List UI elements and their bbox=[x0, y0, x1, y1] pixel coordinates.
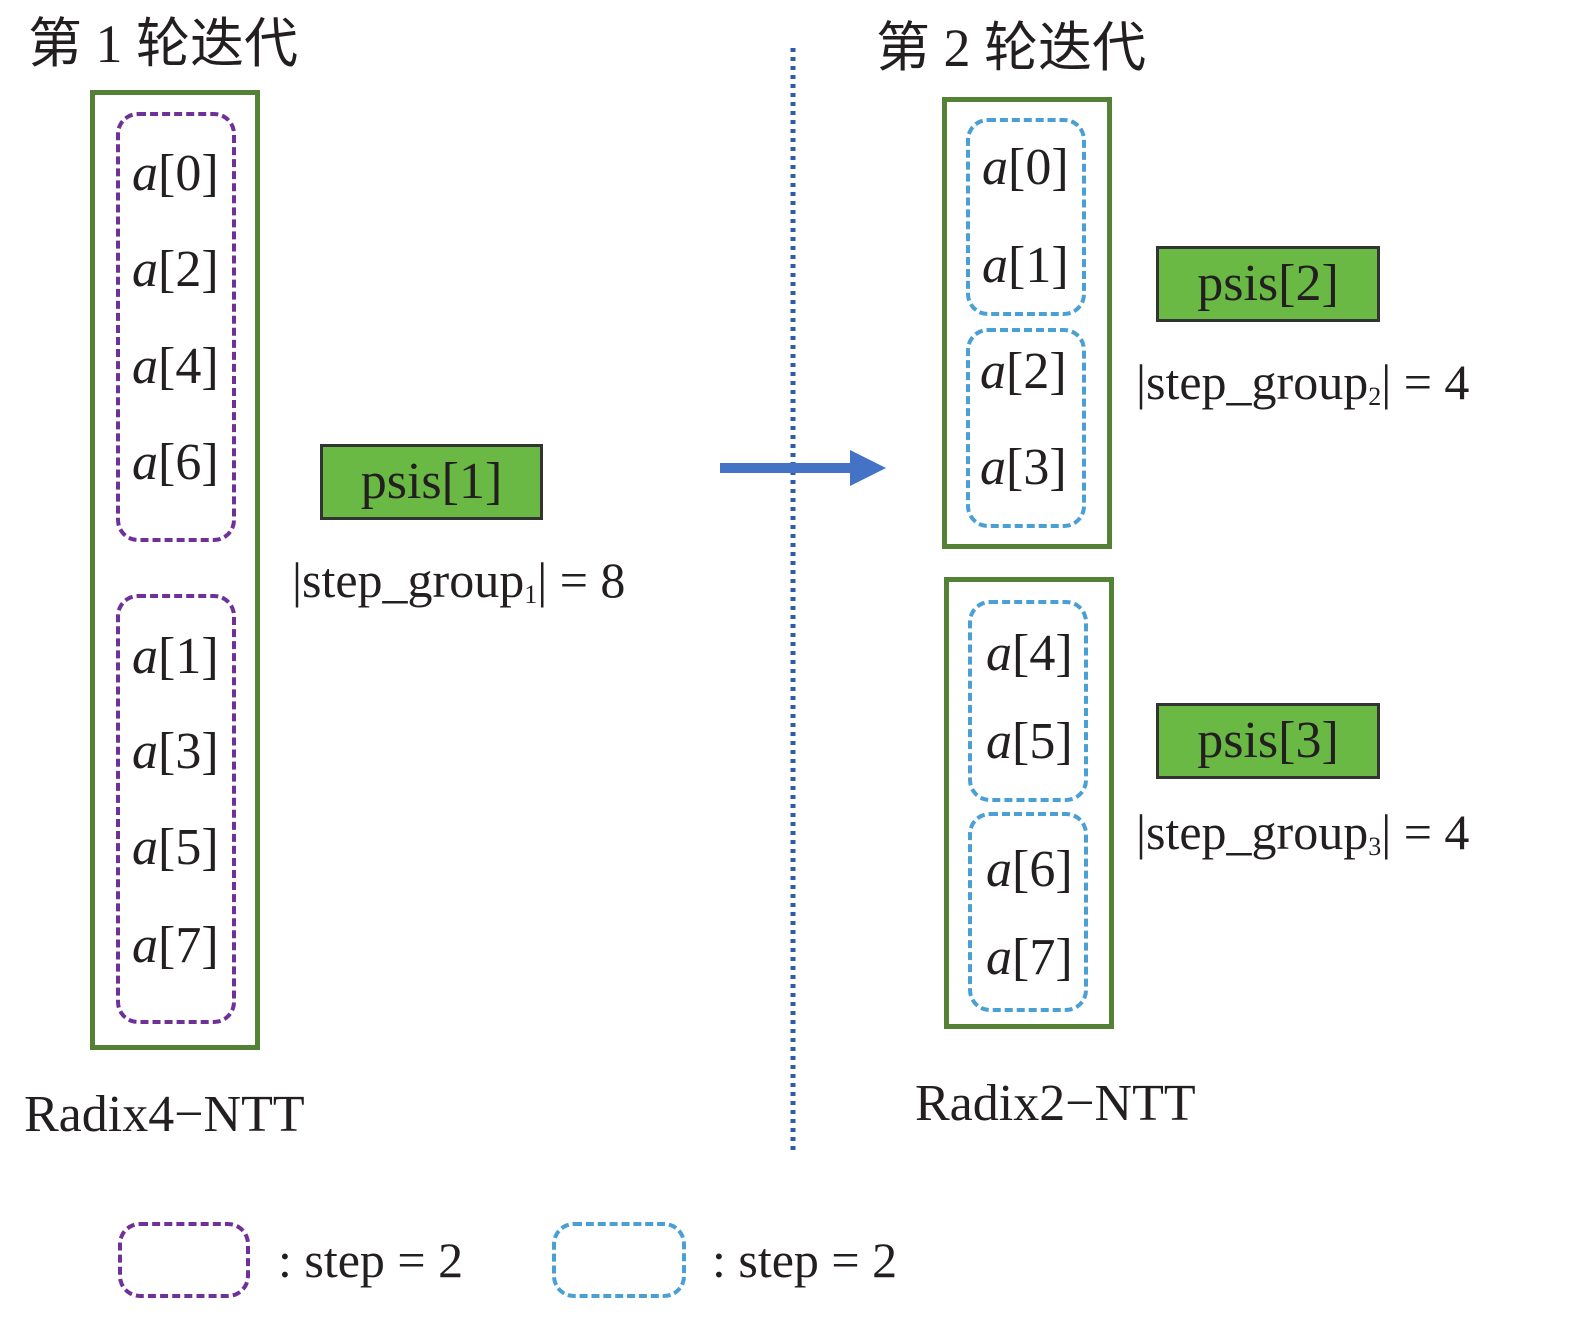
step-box-blue-3 bbox=[968, 600, 1088, 802]
step-group-2-label: |step_group2| = 4 bbox=[1136, 354, 1470, 411]
step-box-blue-2 bbox=[966, 328, 1086, 528]
element-a0-right: a[0] bbox=[982, 139, 1069, 196]
element-a6-left: a[6] bbox=[132, 434, 219, 491]
element-a2-right: a[2] bbox=[980, 343, 1067, 400]
iteration-1-title: 第 1 轮迭代 bbox=[28, 14, 298, 74]
element-a0-left: a[0] bbox=[132, 145, 219, 202]
element-a4-right: a[4] bbox=[986, 625, 1073, 682]
element-a7-right: a[7] bbox=[986, 929, 1073, 986]
element-a4-left: a[4] bbox=[132, 338, 219, 395]
legend-blue-swatch bbox=[552, 1222, 686, 1298]
step-group-1-label: |step_group1| = 8 bbox=[292, 552, 626, 609]
element-a3-right: a[3] bbox=[980, 439, 1067, 496]
element-a6-right: a[6] bbox=[986, 841, 1073, 898]
step-box-purple-2 bbox=[116, 594, 236, 1024]
step-group-3-label: |step_group3| = 4 bbox=[1136, 804, 1470, 861]
element-a1-right: a[1] bbox=[982, 237, 1069, 294]
radix4-group-box bbox=[90, 90, 260, 1050]
element-a7-left: a[7] bbox=[132, 917, 219, 974]
psis-2-box: psis[2] bbox=[1156, 246, 1380, 322]
element-a3-left: a[3] bbox=[132, 723, 219, 780]
radix2-group-box-1 bbox=[942, 97, 1112, 549]
step-box-purple-1 bbox=[116, 112, 236, 542]
step-box-blue-4 bbox=[968, 812, 1088, 1012]
step-box-blue-1 bbox=[966, 118, 1086, 316]
legend-blue-text: : step = 2 bbox=[712, 1232, 898, 1288]
arrow-head bbox=[850, 450, 886, 486]
radix2-ntt-label: Radix2−NTT bbox=[915, 1075, 1196, 1132]
element-a2-left: a[2] bbox=[132, 241, 219, 298]
element-a5-left: a[5] bbox=[132, 819, 219, 876]
element-a5-right: a[5] bbox=[986, 713, 1073, 770]
element-a1-left: a[1] bbox=[132, 628, 219, 685]
iteration-2-title: 第 2 轮迭代 bbox=[876, 18, 1146, 78]
psis-1-box: psis[1] bbox=[320, 444, 543, 520]
radix2-group-box-2 bbox=[944, 577, 1114, 1029]
legend-purple-swatch bbox=[118, 1222, 250, 1298]
legend-purple-text: : step = 2 bbox=[278, 1232, 464, 1288]
psis-3-box: psis[3] bbox=[1156, 703, 1380, 779]
radix4-ntt-label: Radix4−NTT bbox=[24, 1086, 305, 1143]
